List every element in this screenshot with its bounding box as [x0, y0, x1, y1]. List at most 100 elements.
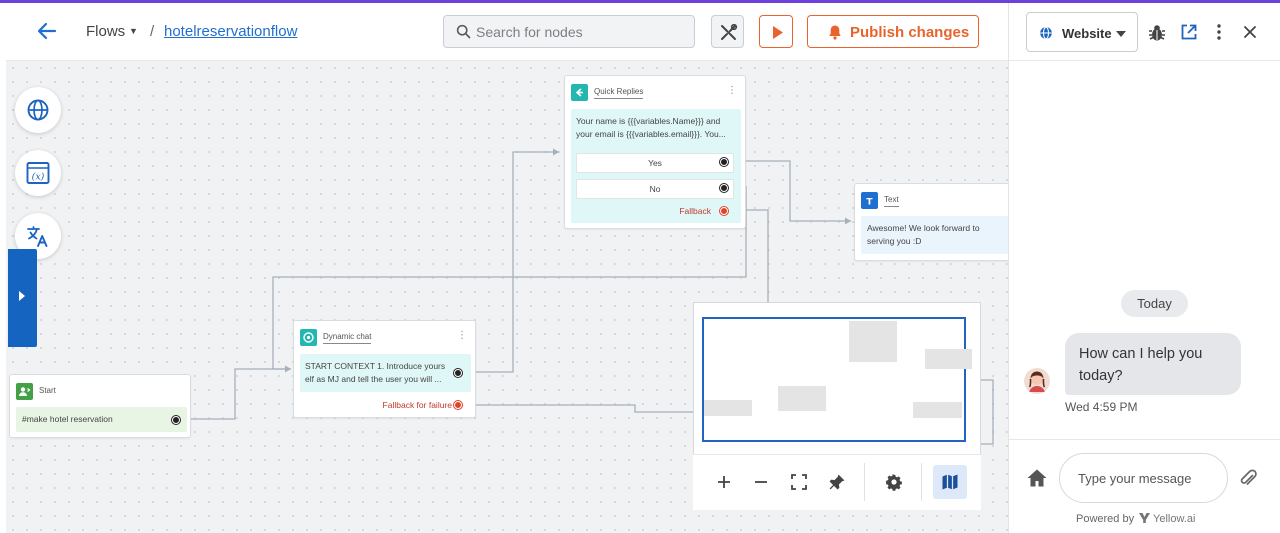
brand-name: Yellow.ai [1153, 513, 1196, 525]
tools-button[interactable] [711, 15, 744, 48]
start-icon [16, 383, 33, 400]
globe-icon [27, 99, 49, 121]
external-link-icon[interactable] [1180, 23, 1198, 41]
run-preview-button[interactable] [759, 15, 793, 48]
minimap-node [778, 386, 826, 411]
canvas-controls-toolbar [693, 454, 981, 510]
dynamic-chat-node[interactable]: Dynamic chat ⋮ START CONTEXT 1. Introduc… [293, 320, 476, 418]
flow-canvas[interactable]: (x) Quick Replies ⋮ Your name is {{{vari… [6, 61, 1008, 533]
node-title: Dynamic chat [323, 332, 372, 344]
dynamic-chat-icon [300, 329, 317, 346]
auto-arrange-button[interactable] [820, 465, 854, 499]
more-vertical-icon[interactable]: ⋮ [727, 85, 737, 96]
text-node[interactable]: T Text Awesome! We look forward to servi… [854, 183, 1008, 261]
canvas-settings-button[interactable] [877, 465, 911, 499]
output-port-fallback[interactable] [720, 207, 728, 215]
message-timestamp: Wed 4:59 PM [1065, 400, 1138, 414]
node-body: Your name is {{{variables.Name}}} and yo… [571, 109, 741, 223]
chevron-down-icon[interactable]: ▼ [129, 26, 138, 36]
yellow-ai-logo-icon [1139, 513, 1151, 523]
play-icon [773, 26, 783, 39]
node-palette-toggle[interactable] [8, 249, 37, 347]
message-input[interactable] [1078, 468, 1218, 488]
back-button[interactable] [34, 20, 60, 46]
map-icon [942, 474, 958, 490]
breadcrumb-current-flow[interactable]: hotelreservationflow [164, 23, 298, 40]
chat-messages: Today How can I help you today? Wed 4:59… [1009, 61, 1280, 439]
minimap-node [849, 321, 897, 362]
bot-message-bubble: How can I help you today? [1065, 333, 1241, 395]
output-port-no[interactable] [720, 184, 728, 192]
minimap-node [913, 402, 962, 418]
output-port-yes[interactable] [720, 158, 728, 166]
quick-replies-node[interactable]: Quick Replies ⋮ Your name is {{{variable… [564, 75, 746, 229]
toolbar-divider [864, 463, 865, 501]
minus-icon [755, 481, 767, 483]
paperclip-icon[interactable] [1238, 468, 1258, 488]
minimap-viewport[interactable] [702, 317, 966, 442]
output-port-success[interactable] [454, 369, 462, 377]
pin-icon [829, 474, 845, 490]
variables-icon: (x) [26, 162, 50, 184]
breadcrumb-separator: / [150, 23, 155, 40]
panel-header: Website [1009, 3, 1280, 61]
message-text-line: today? [1079, 368, 1123, 384]
flow-editor-header: Flows ▼ / hotelreservationflow Publish c… [6, 3, 1008, 61]
channel-label: Website [1062, 26, 1112, 41]
message-input-wrapper[interactable] [1059, 453, 1228, 503]
fit-view-button[interactable] [782, 465, 816, 499]
search-input[interactable] [476, 20, 686, 44]
message-text-line: How can I help you [1079, 346, 1203, 362]
start-node[interactable]: Start #make hotel reservation [9, 374, 191, 438]
connection-lines [178, 148, 994, 445]
chevron-right-icon [19, 291, 25, 301]
date-chip: Today [1121, 290, 1188, 317]
breadcrumb-flows[interactable]: Flows [86, 23, 126, 40]
bug-icon[interactable] [1147, 23, 1167, 43]
chevron-down-icon [1116, 31, 1126, 37]
top-accent-strip [0, 0, 1280, 3]
channel-select[interactable]: Website [1026, 12, 1138, 52]
chat-input-area: Powered by Yellow.ai [1009, 439, 1280, 533]
zoom-out-button[interactable] [744, 465, 778, 499]
tools-icon [721, 23, 738, 40]
arrow-left-icon [37, 22, 57, 40]
publish-label: Publish changes [850, 24, 970, 41]
more-vertical-icon[interactable] [1210, 23, 1228, 41]
minimap-node [704, 400, 752, 416]
fallback-label: Fallback for failure [382, 400, 452, 410]
svg-text:T: T [866, 198, 873, 208]
node-body: #make hotel reservation [16, 407, 187, 432]
more-vertical-icon[interactable]: ⋮ [457, 330, 467, 341]
node-body: Awesome! We look forward to serving you … [861, 216, 1008, 254]
close-icon[interactable] [1241, 23, 1259, 41]
zoom-in-button[interactable] [707, 465, 741, 499]
bell-icon [829, 25, 841, 40]
node-title: Quick Replies [594, 87, 644, 99]
publish-changes-button[interactable]: Publish changes [807, 15, 979, 48]
node-search[interactable] [443, 15, 695, 48]
quick-reply-yes[interactable]: Yes [576, 153, 734, 173]
variables-tool-button[interactable]: (x) [15, 150, 61, 196]
node-title: Start [39, 386, 56, 395]
gear-icon [886, 474, 902, 491]
fullscreen-icon [791, 474, 807, 490]
plus-icon [718, 476, 730, 488]
node-text-line: START CONTEXT 1. Introduce yours [305, 361, 446, 371]
home-icon[interactable] [1026, 468, 1048, 488]
node-text-line: your email is {{{variables.email}}}. You… [576, 129, 726, 139]
toolbar-divider [921, 463, 922, 501]
node-title: Text [884, 195, 899, 207]
chat-preview-panel: Website Today How can I help you today? … [1008, 3, 1280, 533]
node-body: START CONTEXT 1. Introduce yours elf as … [300, 354, 471, 392]
output-port-fallback[interactable] [454, 401, 462, 409]
start-trigger: #make hotel reservation [22, 414, 113, 424]
channels-tool-button[interactable] [15, 87, 61, 133]
quick-reply-no[interactable]: No [576, 179, 734, 199]
text-icon: T [861, 192, 878, 209]
bot-avatar [1024, 368, 1050, 394]
output-port-start[interactable] [172, 416, 180, 424]
minimap-toggle-button[interactable] [933, 465, 967, 499]
node-text-line: serving you :D [867, 236, 922, 246]
svg-text:(x): (x) [32, 172, 45, 183]
